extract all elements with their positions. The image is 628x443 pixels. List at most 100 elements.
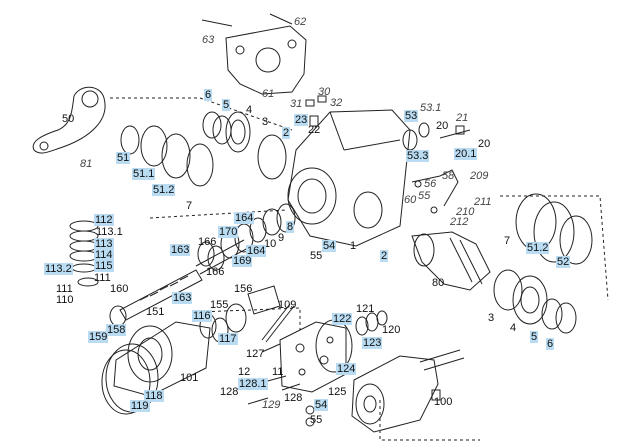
pitman-arm — [32, 86, 106, 154]
callout-110: 110 — [56, 294, 74, 306]
callout-122: 122 — [332, 313, 353, 325]
callout-60: 60 — [404, 194, 417, 206]
callout-119: 119 — [130, 400, 150, 412]
callout-115: 115 — [94, 260, 114, 272]
callout-2-mid: 2 — [380, 250, 389, 262]
callout-113: 113 — [94, 238, 114, 250]
callout-61: 61 — [262, 88, 275, 100]
callout-113-1: 113.1 — [96, 226, 123, 238]
callout-56: 56 — [424, 178, 437, 190]
callout-54-lower: 54 — [314, 399, 329, 411]
callout-9: 9 — [278, 232, 285, 244]
callout-113-2: 113.2 — [44, 263, 73, 275]
callout-212: 212 — [450, 216, 469, 228]
callout-51-2-right: 51.2 — [526, 242, 550, 254]
gear-housing — [287, 109, 411, 247]
callout-52: 52 — [556, 256, 571, 268]
callout-3-right: 3 — [488, 312, 495, 324]
callout-114: 114 — [94, 249, 114, 261]
callout-62: 62 — [294, 16, 307, 28]
callout-6: 6 — [204, 89, 213, 101]
callout-5-right: 5 — [530, 331, 539, 343]
callout-159: 159 — [88, 331, 109, 343]
callout-158: 158 — [106, 324, 127, 336]
mounting-bracket — [201, 13, 307, 95]
valve-fittings — [305, 95, 327, 127]
callout-51-1: 51.1 — [132, 168, 156, 180]
callout-4-right: 4 — [510, 322, 517, 334]
callout-20-1: 20.1 — [454, 148, 478, 160]
callout-120: 120 — [382, 324, 401, 336]
callout-111-b: 111 — [56, 283, 73, 295]
callout-55-upper: 55 — [418, 190, 431, 202]
callout-166-b: 166 — [206, 266, 225, 278]
callout-164-lower: 164 — [246, 245, 267, 257]
callout-211: 211 — [474, 196, 492, 208]
callout-12: 12 — [238, 366, 251, 378]
callout-22: 22 — [308, 124, 321, 136]
callout-164-upper: 164 — [234, 212, 255, 224]
left-seal-group — [110, 97, 293, 187]
callout-20-b: 20 — [478, 138, 491, 150]
right-bearing-group — [493, 269, 577, 334]
callout-4: 4 — [246, 104, 253, 116]
callout-51: 51 — [116, 152, 131, 164]
callout-51-2: 51.2 — [152, 184, 176, 196]
callout-151: 151 — [146, 306, 165, 318]
callout-160: 160 — [110, 283, 129, 295]
callout-169: 169 — [232, 255, 253, 267]
callout-50: 50 — [62, 113, 75, 125]
callout-10: 10 — [264, 238, 277, 250]
callout-21: 21 — [456, 112, 469, 124]
callout-121: 121 — [356, 303, 375, 315]
callout-54-upper: 54 — [322, 240, 337, 252]
callout-163-lower: 163 — [172, 292, 193, 304]
piston-body — [101, 321, 211, 415]
callout-209: 209 — [470, 170, 489, 182]
piston-and-rod — [247, 285, 295, 343]
callout-5: 5 — [222, 99, 231, 111]
callout-53: 53 — [404, 110, 419, 122]
callout-20-a: 20 — [436, 120, 449, 132]
callout-53-3: 53.3 — [406, 150, 430, 162]
callout-53-1: 53.1 — [420, 102, 442, 114]
callout-124: 124 — [336, 363, 357, 375]
right-ring-group — [500, 193, 609, 301]
upper-right-fittings — [402, 122, 471, 214]
valve-cover — [199, 307, 353, 393]
callout-1: 1 — [350, 240, 357, 252]
callout-81: 81 — [80, 158, 93, 170]
callout-117: 117 — [218, 333, 238, 345]
callout-7-right: 7 — [504, 235, 511, 247]
callout-2-upper: 2 — [282, 127, 291, 139]
callout-6-right: 6 — [546, 338, 555, 350]
callout-100: 100 — [434, 396, 453, 408]
callout-32: 32 — [330, 97, 343, 109]
callout-55-lower: 55 — [310, 414, 323, 426]
callout-210: 210 — [456, 206, 475, 218]
callout-128-1: 128.1 — [238, 378, 268, 390]
callout-7-left: 7 — [186, 200, 193, 212]
callout-129: 129 — [262, 399, 281, 411]
small-seals — [355, 310, 388, 336]
callout-163-upper: 163 — [170, 244, 191, 256]
callout-55-mid: 55 — [310, 250, 323, 262]
callout-63: 63 — [202, 34, 215, 46]
callout-128-a: 128 — [220, 386, 239, 398]
callout-155: 155 — [210, 299, 229, 311]
output-housing — [351, 349, 480, 441]
callout-8: 8 — [286, 221, 295, 233]
callout-170: 170 — [218, 226, 239, 238]
callout-127: 127 — [246, 348, 265, 360]
callout-80: 80 — [432, 277, 445, 289]
callout-31: 31 — [290, 98, 303, 110]
callout-3: 3 — [262, 116, 269, 128]
sector-shaft — [411, 231, 491, 291]
callout-11: 11 — [272, 366, 284, 378]
callout-116: 116 — [192, 310, 212, 322]
shaft-seal-stack — [149, 203, 296, 271]
callout-30: 30 — [318, 86, 331, 98]
callout-166-a: 166 — [198, 236, 217, 248]
